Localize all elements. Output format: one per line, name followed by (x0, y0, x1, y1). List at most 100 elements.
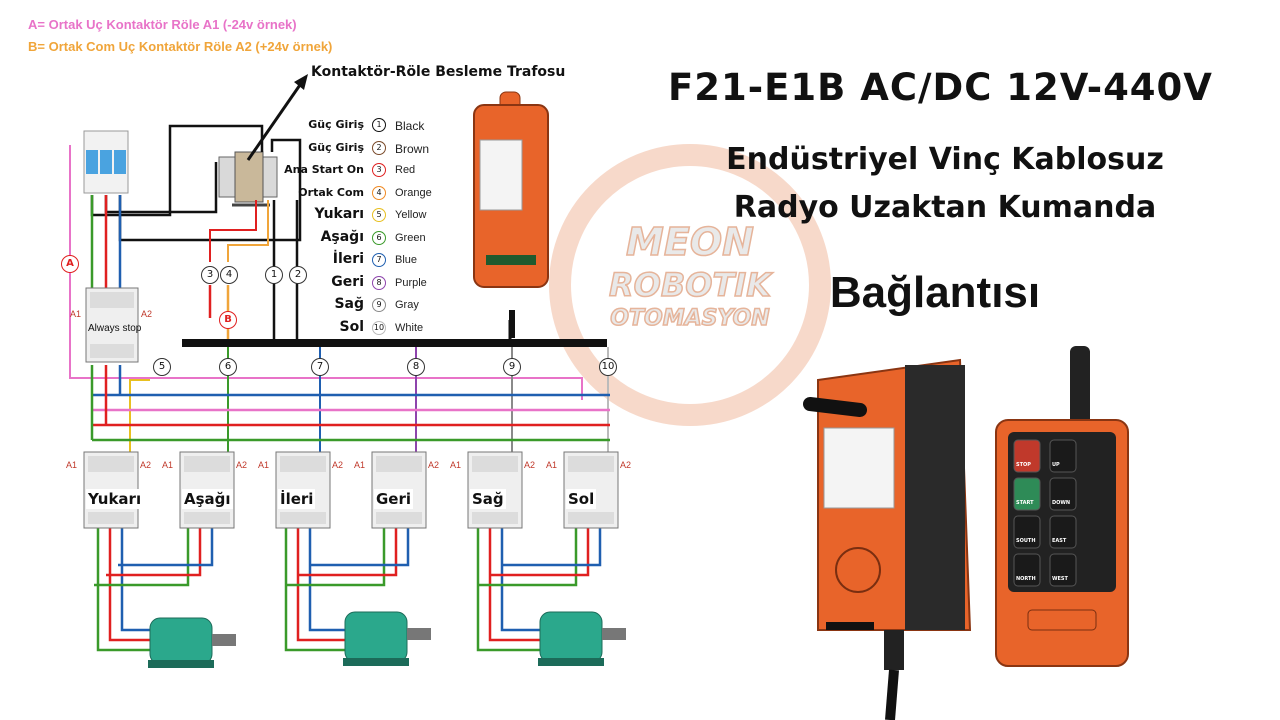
remote-button-label: WEST (1052, 576, 1068, 582)
coil-a1-label: A1 (546, 460, 558, 470)
main-contactor (85, 287, 139, 363)
motor-3 (538, 611, 626, 666)
coil-a2-label: A2 (141, 309, 153, 319)
watermark-line-2: ROBOTIK (608, 265, 771, 305)
wire-function-label: Güç Giriş (308, 118, 364, 131)
wire-function-label: Ortak Com (298, 185, 364, 199)
note-a: A= Ortak Uç Kontaktör Röle A1 (-24v örne… (28, 17, 297, 32)
upper-terminal: 4 (220, 266, 238, 284)
remote-button-label: SOUTH (1016, 538, 1036, 544)
remote-button-6 (1049, 515, 1077, 549)
upper-terminal: 3 (201, 266, 219, 284)
watermark-line-3: OTOMASYON (610, 305, 771, 332)
wire-number-badge: 4 (372, 185, 386, 200)
upper-terminal: 2 (289, 266, 307, 284)
wire-function-label: Yukarı (314, 206, 364, 222)
remote-button-label: START (1016, 500, 1034, 506)
remote-button-label: UP (1052, 462, 1060, 468)
distribution-wires (90, 365, 610, 442)
contactor-label: İleri (278, 489, 316, 509)
coil-a2-label: A2 (428, 460, 440, 470)
upper-terminal: 1 (265, 266, 283, 284)
contactor-label: Sol (566, 489, 597, 509)
wire-color-name: Black (395, 119, 425, 133)
remote-button-label: STOP (1016, 462, 1031, 468)
title-sub2: Radyo Uzaktan Kumanda (733, 190, 1157, 225)
bus-terminal: 9 (503, 358, 521, 376)
note-b: B= Ortak Com Uç Kontaktör Röle A2 (+24v … (28, 39, 333, 54)
coil-a1-label: A1 (70, 309, 82, 319)
wire-function-label: Ana Start On (284, 163, 364, 176)
coil-a2-label: A2 (620, 460, 632, 470)
coil-a1-label: A1 (354, 460, 366, 470)
wire-number-badge: 9 (372, 298, 386, 312)
wire-color-name: Gray (395, 299, 419, 311)
title-sub1: Endüstriyel Vinç Kablosuz (726, 142, 1164, 177)
wire-color-name: Blue (395, 254, 418, 266)
bus-terminal: 10 (599, 358, 617, 376)
coil-a2-label: A2 (140, 460, 152, 470)
contactor-label: Yukarı (86, 489, 144, 509)
transformer-label: Kontaktör-Röle Besleme Trafosu (311, 64, 566, 80)
remote-button-5 (1013, 515, 1041, 549)
signal-wires (129, 347, 609, 458)
wire-function-label: Aşağı (320, 228, 364, 245)
wire-function-label: İleri (332, 251, 364, 267)
wire-number-badge: 2 (372, 140, 386, 155)
remote-button-1 (1013, 439, 1041, 473)
bus-terminal: 7 (311, 358, 329, 376)
wire-number-badge: 3 (372, 163, 386, 177)
coil-a1-label: A1 (450, 460, 462, 470)
remote-button-label: DOWN (1052, 500, 1071, 506)
wire-function-label: Geri (331, 273, 364, 290)
remote-button-4 (1049, 477, 1077, 511)
wire-number-badge: 10 (372, 320, 386, 335)
coil-a1-label: A1 (66, 460, 78, 470)
remote-button-3 (1013, 477, 1041, 511)
terminal-bus (182, 339, 607, 347)
watermark-ring (549, 144, 831, 426)
circuit-breaker (83, 130, 129, 194)
wire-function-label: Sağ (334, 296, 364, 312)
remote-button-2 (1049, 439, 1077, 473)
wire-color-name: Purple (395, 276, 427, 289)
coil-a1-label: A1 (258, 460, 270, 470)
title-main: F21-E1B AC/DC 12V-440V (668, 66, 1213, 109)
remote-button-label: NORTH (1016, 576, 1036, 582)
wire-color-name: Green (395, 231, 426, 244)
contactor-label: Sağ (470, 489, 506, 509)
marker-b: B (219, 311, 237, 329)
remote-button-7 (1013, 553, 1041, 587)
coil-a2-label: A2 (524, 460, 536, 470)
wire-number-badge: 7 (372, 253, 386, 267)
wire-color-name: Red (395, 164, 416, 176)
wire-number-badge: 6 (372, 230, 386, 245)
wire-number-badge: 1 (372, 118, 386, 132)
coil-a2-label: A2 (236, 460, 248, 470)
wire-color-name: Orange (395, 186, 432, 199)
wire-number-badge: 5 (372, 208, 386, 222)
wire-function-label: Güç Giriş (308, 140, 364, 154)
contactor-label: Geri (374, 489, 414, 509)
watermark-line-1: MEON (625, 219, 754, 265)
always-stop-label: Always stop (88, 323, 142, 334)
wire-number-badge: 8 (372, 275, 386, 290)
wire-color-name: White (395, 321, 424, 334)
title-connection: Bağlantısı (829, 268, 1041, 317)
remote-upper-image (473, 91, 549, 288)
wire-color-name: Yellow (395, 209, 427, 221)
motor-1 (148, 617, 236, 668)
wire-color-name: Brown (395, 141, 430, 156)
coil-a2-label: A2 (332, 460, 344, 470)
bus-terminal: 6 (219, 358, 237, 376)
phase-wires (90, 195, 122, 300)
remote-buttons (1013, 439, 1077, 587)
motor-2 (343, 611, 431, 666)
contactor-label: Aşağı (182, 489, 233, 509)
coil-a1-label: A1 (162, 460, 174, 470)
remote-button-8 (1049, 553, 1077, 587)
bus-terminal: 5 (153, 358, 171, 376)
bus-terminal: 8 (407, 358, 425, 376)
remote-button-label: EAST (1052, 538, 1067, 544)
